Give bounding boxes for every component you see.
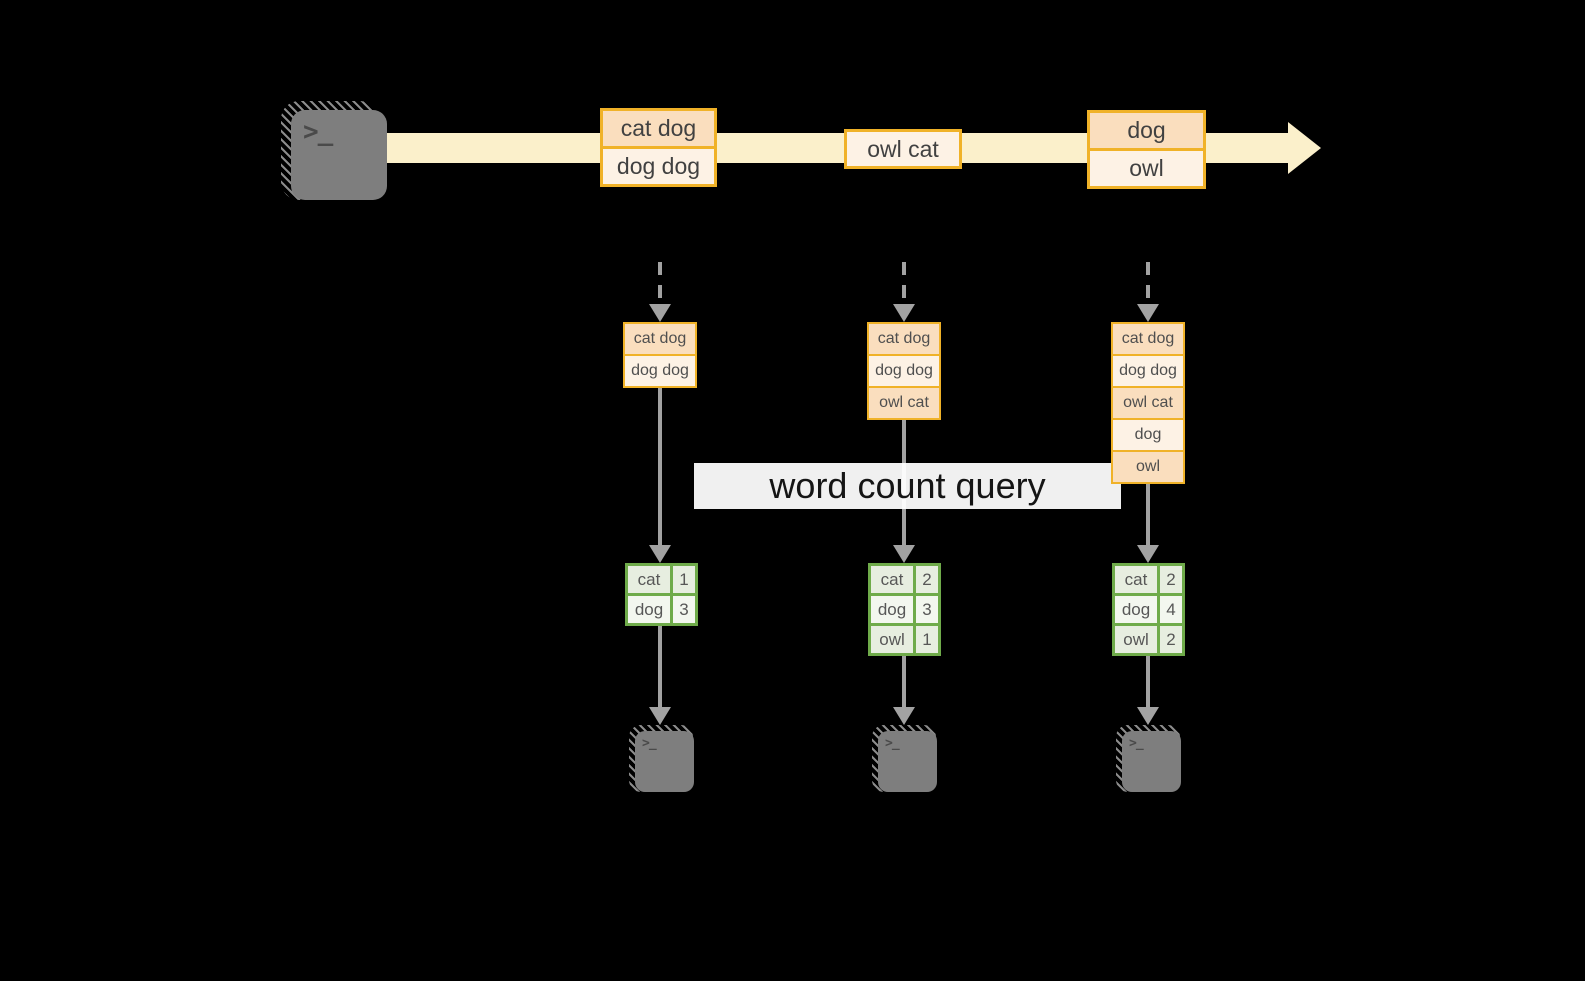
table-word-cell: dog — [628, 596, 670, 623]
output-arrow-2 — [902, 656, 906, 707]
arrow-head-icon — [649, 707, 671, 725]
arrow-head-icon — [893, 304, 915, 322]
terminal-prompt-glyph: >_ — [303, 117, 333, 147]
arrow-head-icon — [893, 545, 915, 563]
arrow-head-icon — [1137, 707, 1159, 725]
buffer-line: cat dog — [869, 324, 939, 354]
word-count-table-3: cat 2 dog 4 owl 2 — [1112, 563, 1185, 656]
word-count-table-1: cat 1 dog 3 — [625, 563, 698, 626]
dashed-ingest-arrow-1 — [658, 262, 662, 304]
arrow-head-icon — [649, 304, 671, 322]
table-count-cell: 2 — [1160, 626, 1182, 653]
table-count-cell: 3 — [916, 596, 938, 623]
stream-event-line: dog dog — [603, 146, 714, 184]
stream-event-box-2: owl cat — [844, 129, 962, 169]
arrow-head-icon — [1137, 304, 1159, 322]
sink-terminal-icon-3: >_ — [1122, 731, 1181, 792]
table-word-cell: owl — [871, 626, 913, 653]
output-arrow-1 — [658, 626, 662, 707]
window-buffer-box-3: cat dog dog dog owl cat dog owl — [1111, 322, 1185, 484]
buffer-line: owl — [1113, 450, 1183, 482]
table-count-cell: 2 — [1160, 566, 1182, 593]
output-arrow-3 — [1146, 656, 1150, 707]
stream-event-box-1: cat dog dog dog — [600, 108, 717, 187]
stream-event-line: dog — [1090, 113, 1203, 148]
stream-event-line: cat dog — [603, 111, 714, 146]
dashed-ingest-arrow-2 — [902, 262, 906, 304]
terminal-prompt-glyph: >_ — [642, 736, 657, 751]
query-arrow-1 — [658, 388, 662, 545]
table-word-cell: cat — [628, 566, 670, 593]
source-terminal-icon: >_ — [291, 110, 387, 200]
stream-arrowhead-icon — [1288, 122, 1321, 174]
stream-event-line: owl cat — [847, 132, 959, 166]
sink-terminal-icon-2: >_ — [878, 731, 937, 792]
buffer-line: cat dog — [625, 324, 695, 354]
buffer-line: dog dog — [869, 354, 939, 386]
buffer-line: owl cat — [1113, 386, 1183, 418]
dashed-ingest-arrow-3 — [1146, 262, 1150, 304]
arrow-head-icon — [1137, 545, 1159, 563]
table-count-cell: 4 — [1160, 596, 1182, 623]
arrow-head-icon — [649, 545, 671, 563]
table-word-cell: dog — [871, 596, 913, 623]
buffer-line: dog dog — [1113, 354, 1183, 386]
buffer-line: dog dog — [625, 354, 695, 386]
buffer-line: owl cat — [869, 386, 939, 418]
terminal-prompt-glyph: >_ — [1129, 736, 1144, 751]
query-label: word count query — [694, 463, 1121, 509]
terminal-prompt-glyph: >_ — [885, 736, 900, 751]
buffer-line: dog — [1113, 418, 1183, 450]
table-count-cell: 2 — [916, 566, 938, 593]
table-word-cell: cat — [1115, 566, 1157, 593]
table-count-cell: 1 — [673, 566, 695, 593]
buffer-line: cat dog — [1113, 324, 1183, 354]
table-count-cell: 1 — [916, 626, 938, 653]
table-word-cell: dog — [1115, 596, 1157, 623]
stream-event-box-3: dog owl — [1087, 110, 1206, 189]
sink-terminal-icon-1: >_ — [635, 731, 694, 792]
window-buffer-box-1: cat dog dog dog — [623, 322, 697, 388]
table-word-cell: owl — [1115, 626, 1157, 653]
query-arrow-3 — [1146, 484, 1150, 545]
word-count-table-2: cat 2 dog 3 owl 1 — [868, 563, 941, 656]
arrow-head-icon — [893, 707, 915, 725]
table-count-cell: 3 — [673, 596, 695, 623]
window-buffer-box-2: cat dog dog dog owl cat — [867, 322, 941, 420]
stream-event-line: owl — [1090, 148, 1203, 186]
table-word-cell: cat — [871, 566, 913, 593]
